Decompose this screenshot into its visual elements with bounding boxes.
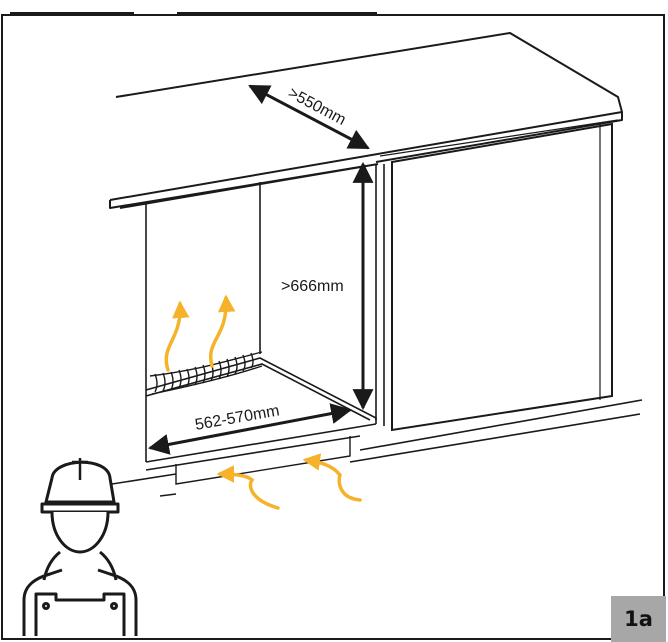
width-label: 562-570mm <box>194 402 281 434</box>
diagram-frame <box>1 14 665 640</box>
depth-dimension: >550mm <box>248 85 370 150</box>
adjacent-appliance-panel <box>391 122 613 432</box>
height-dimension: >666mm <box>281 161 374 411</box>
technician-with-hard-hat-icon <box>22 458 138 636</box>
header-tab-right <box>177 0 377 14</box>
worktop <box>109 32 623 209</box>
width-dimension: 562-570mm <box>147 402 353 455</box>
warm-air-arrow-icon <box>164 294 362 510</box>
height-label: >666mm <box>281 278 344 295</box>
figure-badge: 1a <box>611 596 666 642</box>
cabinet-opening <box>145 164 385 485</box>
floor-wall-lines <box>111 399 643 497</box>
header-tab-left <box>10 0 134 14</box>
